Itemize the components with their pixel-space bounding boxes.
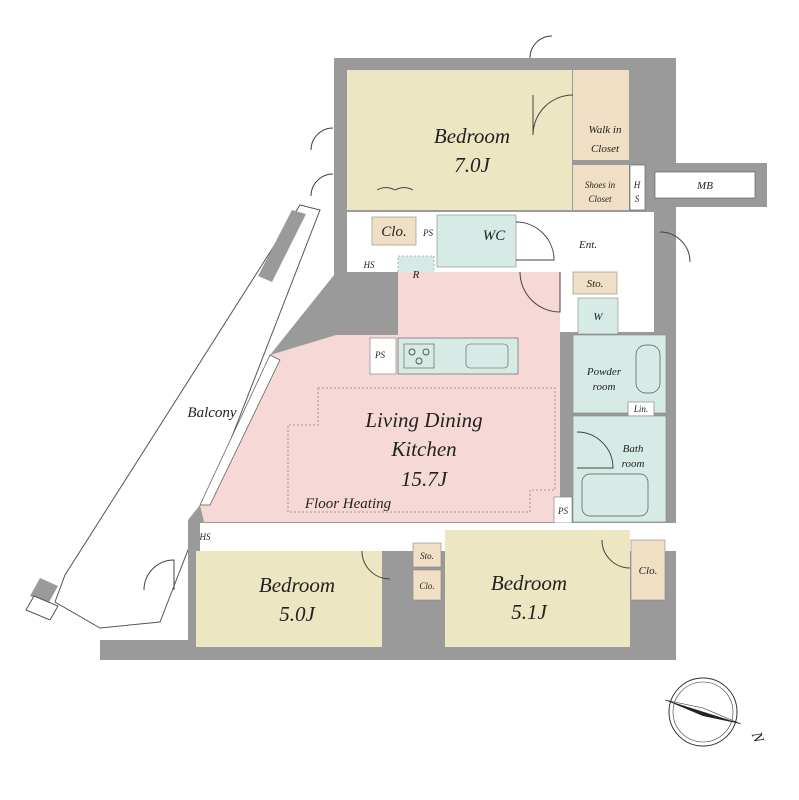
closet-right xyxy=(630,539,666,601)
kitchen-counter xyxy=(397,337,519,375)
closet-mid xyxy=(412,569,442,601)
wc-label: WC xyxy=(483,228,506,244)
mb-label: MB xyxy=(696,180,713,192)
bath-room-label-1: Bath xyxy=(623,443,644,455)
washer-space xyxy=(577,297,619,335)
room-wc xyxy=(436,214,517,268)
ldk-label-1: Living Dining xyxy=(364,408,482,432)
room-ldk xyxy=(200,272,560,522)
powder-room-label-1: Powder xyxy=(586,366,622,378)
bedroom-se-size: 5.1J xyxy=(511,600,548,624)
storage-top-label: Sto. xyxy=(587,278,604,290)
door-swings xyxy=(143,35,691,591)
bedroom-sw-size: 5.0J xyxy=(279,602,316,626)
entrance-label: Ent. xyxy=(578,239,597,251)
compass-icon: N xyxy=(664,677,767,747)
balcony-wall-segment xyxy=(258,210,306,282)
room-powder xyxy=(572,334,667,414)
storage-mid xyxy=(412,542,442,568)
ldk-size: 15.7J xyxy=(401,467,449,491)
bedroom-sw-name: Bedroom xyxy=(259,573,335,597)
room-bedroom-se xyxy=(445,530,630,647)
hs-label-s: S xyxy=(635,194,640,204)
walk-in-closet-label-1: Walk in xyxy=(589,124,622,136)
closet-top-label: Clo. xyxy=(381,224,406,240)
ldk-label-2: Kitchen xyxy=(390,437,456,461)
shoes-closet-label-1: Shoes in xyxy=(585,180,616,190)
hs-top-label: HS xyxy=(363,260,375,270)
hs-label-h: H xyxy=(633,180,641,190)
bath-room-label-2: room xyxy=(622,458,645,470)
bedroom-main-name: Bedroom xyxy=(434,124,510,148)
storage-mid-label: Sto. xyxy=(420,551,434,561)
refrigerator-label: R xyxy=(412,269,420,281)
balcony-label: Balcony xyxy=(187,405,236,421)
room-shoes-closet xyxy=(573,165,629,210)
walk-in-closet-label-2: Closet xyxy=(591,143,620,155)
room-bedroom-main xyxy=(347,70,572,210)
sink-icon xyxy=(465,343,509,369)
closet-right-label: Clo. xyxy=(639,565,658,577)
bathtub-icon xyxy=(581,473,649,517)
ps-label-2: PS xyxy=(374,350,385,360)
washer-label: W xyxy=(593,311,603,323)
ps-label-1: PS xyxy=(422,228,433,238)
closet-mid-label: Clo. xyxy=(419,581,434,591)
room-bath xyxy=(572,415,667,523)
shoes-closet-label-2: Closet xyxy=(588,194,612,204)
vanity-basin-icon xyxy=(635,344,661,394)
stove-icon xyxy=(403,343,435,369)
compass-north-label: N xyxy=(747,729,766,746)
ps-label-3: PS xyxy=(557,506,568,516)
floor-heating-label: Floor Heating xyxy=(304,496,392,512)
hs-left-label: HS xyxy=(199,532,211,542)
bedroom-main-size: 7.0J xyxy=(454,153,491,177)
powder-room-label-2: room xyxy=(593,381,616,393)
mb-box xyxy=(654,171,756,199)
linen-label: Lin. xyxy=(633,404,648,414)
balcony-outline xyxy=(25,204,321,629)
room-bedroom-sw xyxy=(196,551,382,647)
room-walk-in-closet xyxy=(573,70,629,160)
bedroom-se-name: Bedroom xyxy=(491,571,567,595)
closet-top xyxy=(371,216,417,246)
storage-top xyxy=(572,271,618,295)
floor-heating-area xyxy=(287,387,556,513)
